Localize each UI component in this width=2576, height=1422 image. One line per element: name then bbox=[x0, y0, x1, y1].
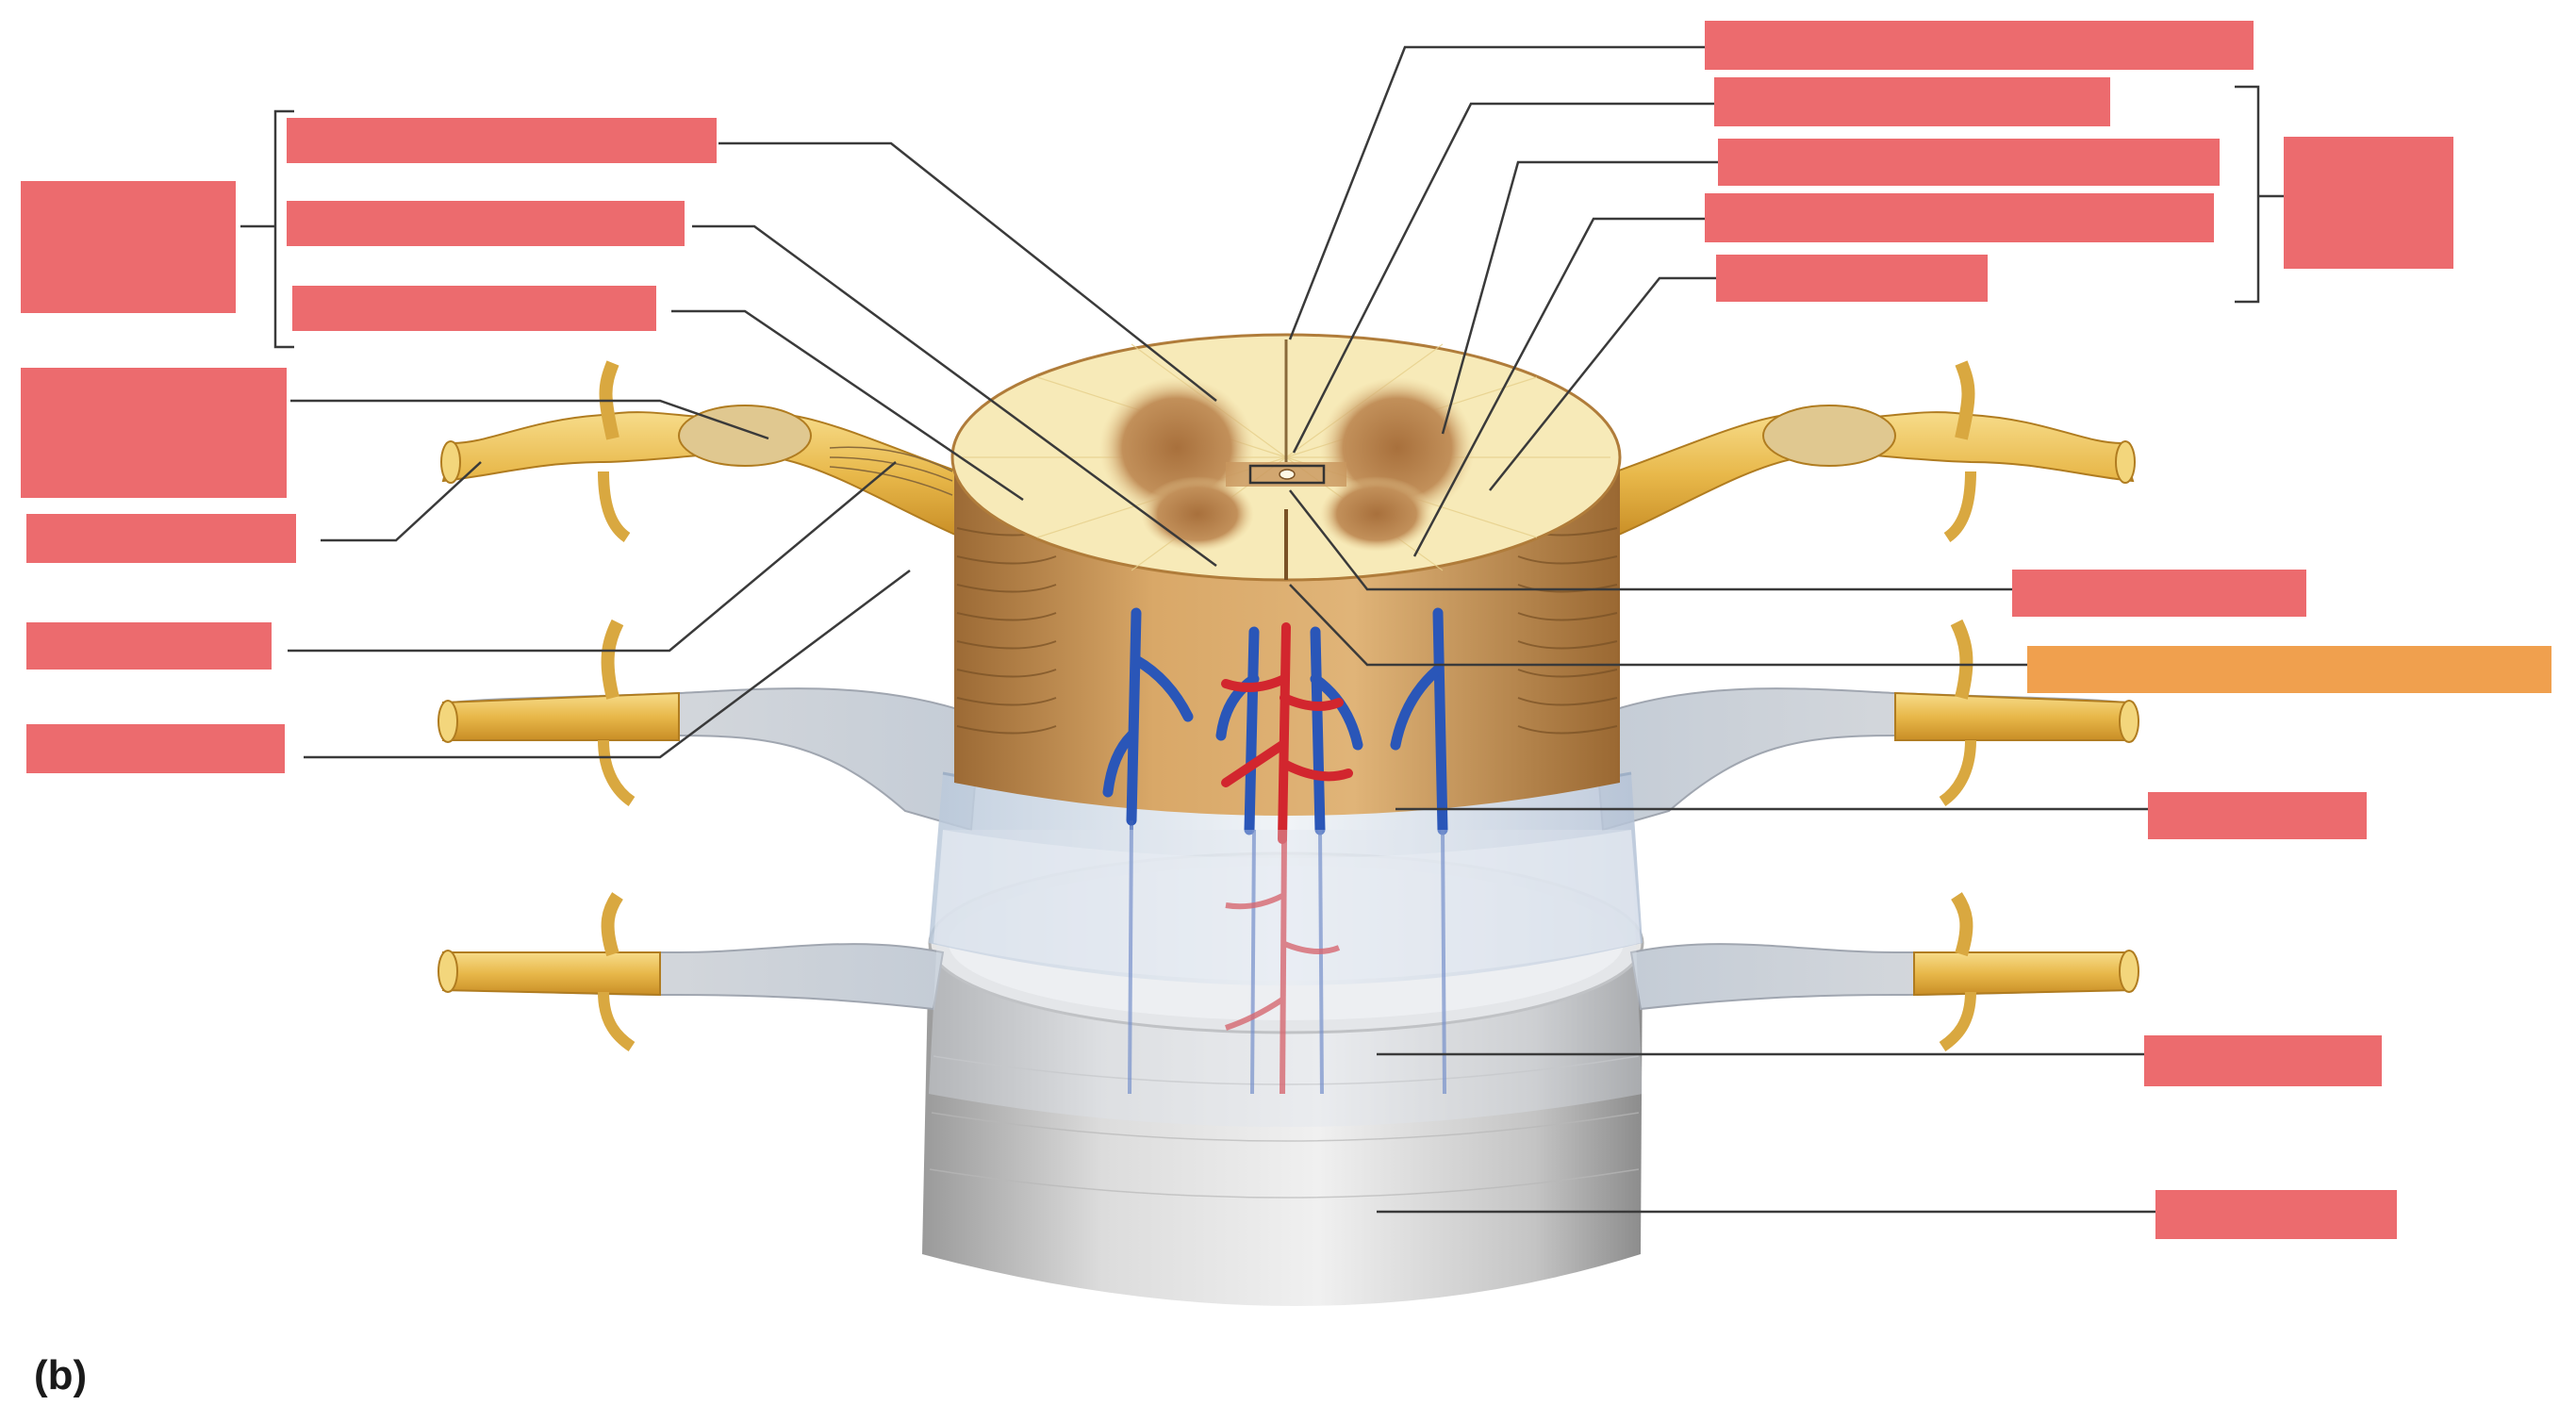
central-canal-shape bbox=[1279, 469, 1296, 480]
label-box-dura-mater[interactable] bbox=[2155, 1190, 2397, 1239]
label-box-posterior-horn[interactable] bbox=[1718, 139, 2220, 186]
label-box-dorsal-root-ganglion[interactable] bbox=[21, 368, 287, 498]
label-box-white-matter-posterior-funiculus[interactable] bbox=[287, 118, 717, 163]
label-box-lateral-horn[interactable] bbox=[1716, 255, 1988, 302]
left-spinal-nerves bbox=[438, 360, 983, 1051]
label-boxes bbox=[21, 21, 2551, 1239]
right-spinal-nerves bbox=[1592, 360, 2139, 1051]
panel-label: (b) bbox=[34, 1352, 88, 1398]
cord-cross-section bbox=[950, 333, 1622, 582]
label-box-central-canal[interactable] bbox=[2012, 570, 2306, 617]
label-box-white-matter-group[interactable] bbox=[21, 181, 236, 313]
leader-lines bbox=[240, 45, 2287, 1214]
pia-mater bbox=[929, 819, 1643, 1127]
label-box-dorsal-root[interactable] bbox=[26, 622, 272, 670]
label-box-gray-commissure[interactable] bbox=[1714, 77, 2110, 126]
label-box-ventral-root[interactable] bbox=[26, 724, 285, 773]
label-box-white-matter-anterior-funiculus[interactable] bbox=[292, 286, 656, 331]
label-box-arachnoid-mater[interactable] bbox=[2144, 1035, 2382, 1086]
label-box-spinal-nerve[interactable] bbox=[26, 514, 296, 563]
label-box-posterior-median-sulcus[interactable] bbox=[1705, 21, 2254, 70]
label-box-white-matter-lateral-funiculus[interactable] bbox=[287, 201, 685, 246]
label-box-anterior-horn[interactable] bbox=[1705, 193, 2214, 242]
label-box-anterior-median-fissure[interactable] bbox=[2027, 646, 2551, 693]
label-box-pia-mater[interactable] bbox=[2148, 792, 2367, 839]
label-box-gray-matter-group[interactable] bbox=[2284, 137, 2453, 269]
